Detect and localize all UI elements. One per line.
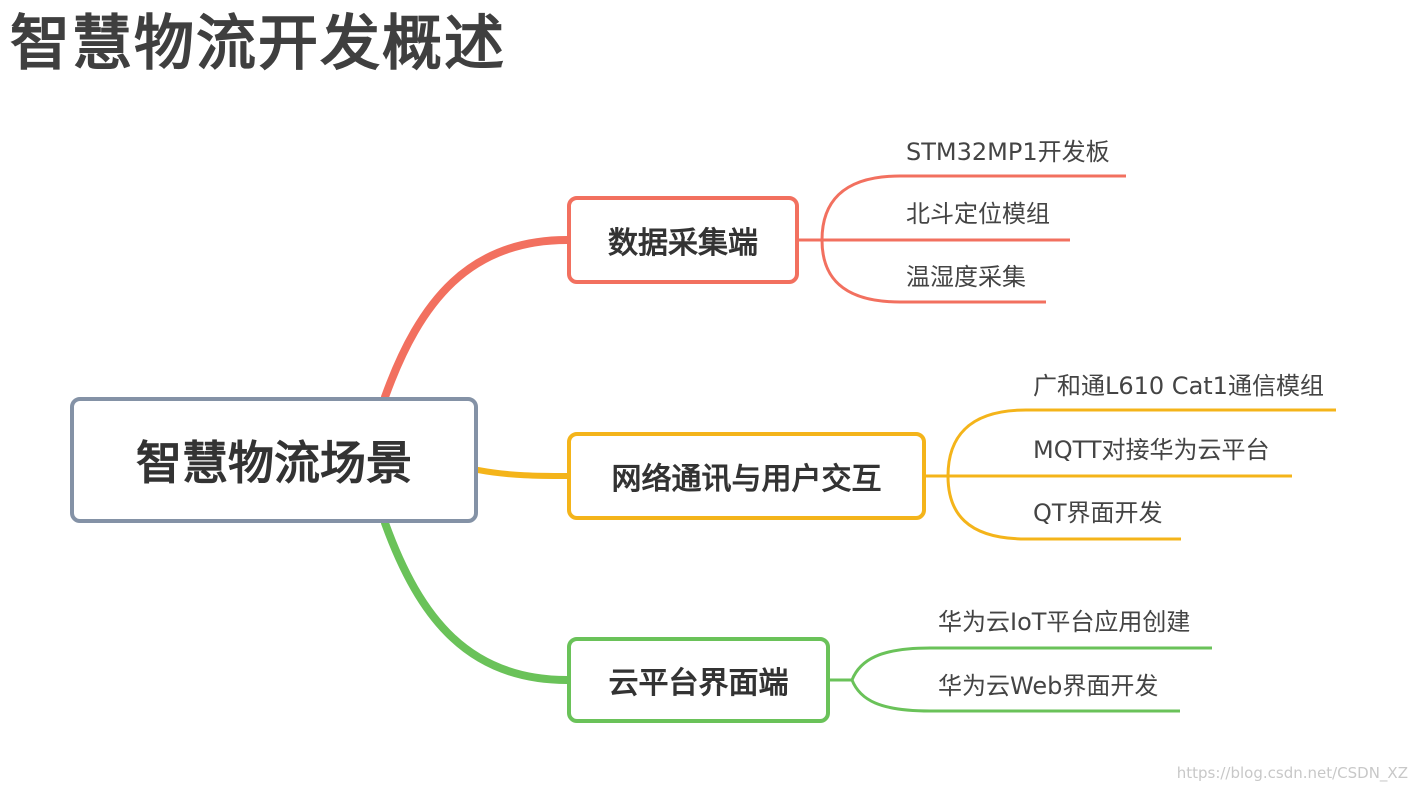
watermark-url: https://blog.csdn.net/CSDN_XZ (1176, 764, 1408, 782)
branch-node-network-interaction: 网络通讯与用户交互 (567, 432, 926, 520)
leaf-beidou-module: 北斗定位模组 (906, 200, 1050, 228)
leaf-stm32mp1-board: STM32MP1开发板 (906, 138, 1110, 166)
root-node: 智慧物流场景 (70, 397, 478, 523)
leaf-huawei-iot-app: 华为云IoT平台应用创建 (938, 608, 1191, 636)
branch2-leaf3-line (946, 475, 1181, 541)
leaf-huawei-web-ui: 华为云Web界面开发 (938, 672, 1159, 700)
branch2-leaf1-line (926, 408, 1336, 478)
branch-node-data-collection: 数据采集端 (567, 196, 799, 284)
leaf-mqtt-huawei: MQTT对接华为云平台 (1033, 436, 1270, 464)
branch1-leaf1-line (799, 174, 1126, 242)
root-to-branch3-line (381, 519, 571, 684)
page-title: 智慧物流开发概述 (10, 9, 506, 79)
root-to-branch1-line (381, 236, 571, 401)
branch3-leaf2-line (850, 679, 1180, 713)
leaf-qt-ui: QT界面开发 (1033, 499, 1163, 527)
branch1-leaf3-line (820, 239, 1046, 304)
leaf-temp-humidity: 温湿度采集 (906, 263, 1026, 291)
branch-node-cloud-platform: 云平台界面端 (567, 637, 830, 723)
root-to-branch2-line (475, 467, 570, 479)
branch3-leaf1-line (830, 646, 1212, 682)
leaf-l610-module: 广和通L610 Cat1通信模组 (1033, 372, 1324, 400)
